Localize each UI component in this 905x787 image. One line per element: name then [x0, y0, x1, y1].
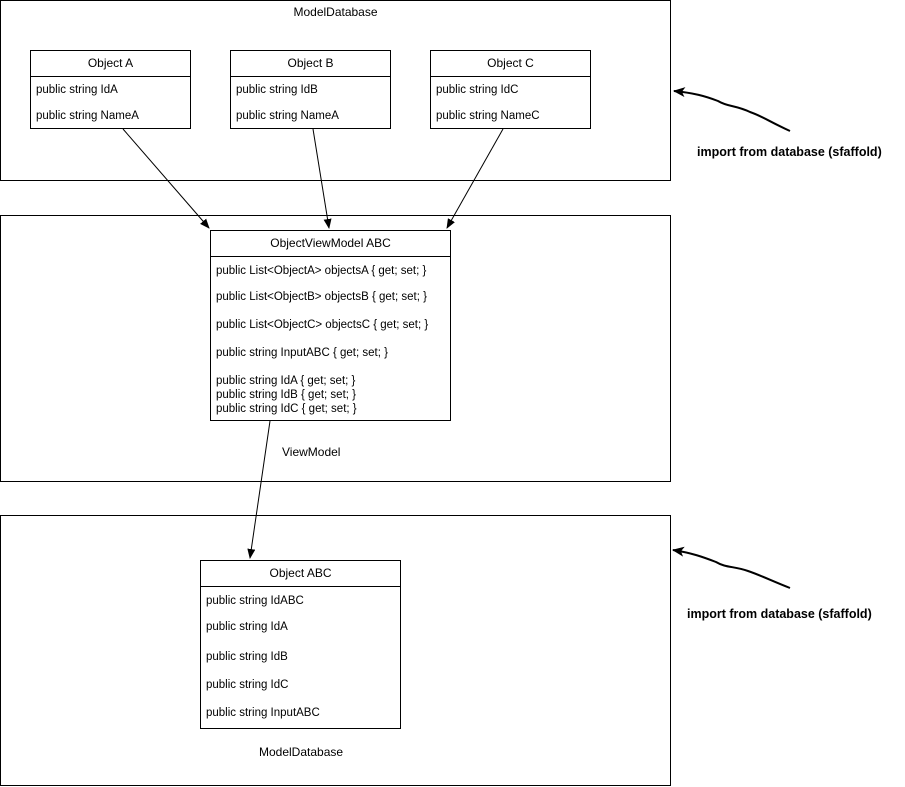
class-object-b[interactable]: Object B public string IdB public string…	[230, 50, 391, 129]
class-object-a[interactable]: Object A public string IdA public string…	[30, 50, 191, 129]
frame-label-top: ModelDatabase	[293, 5, 378, 19]
hand-drawn-arrow-bottom	[672, 546, 791, 589]
class-object-abc[interactable]: Object ABC public string IdABC public st…	[200, 560, 401, 729]
hand-drawn-arrow-top	[673, 87, 791, 132]
class-title: Object C	[431, 51, 590, 77]
class-field: public string NameC	[436, 110, 540, 122]
class-field: public string IdB { get; set; }	[216, 389, 356, 401]
note-import-bottom: import from database (sfaffold)	[687, 607, 872, 621]
class-title: Object ABC	[201, 561, 400, 587]
frame-label-middle: ViewModel	[282, 445, 341, 459]
class-field: public string IdC { get; set; }	[216, 403, 357, 415]
frame-label-bottom: ModelDatabase	[259, 745, 344, 759]
class-field: public string IdA { get; set; }	[216, 375, 356, 387]
class-field: public string IdB	[206, 651, 288, 663]
class-field: public List<ObjectC> objectsC { get; set…	[216, 319, 429, 331]
class-field: public string IdABC	[206, 595, 304, 607]
class-field: public string NameA	[36, 110, 139, 122]
class-field: public string IdC	[436, 84, 519, 96]
class-title: Object B	[231, 51, 390, 77]
class-field: public List<ObjectB> objectsB { get; set…	[216, 291, 427, 303]
class-title: Object A	[31, 51, 190, 77]
class-field: public string InputABC { get; set; }	[216, 347, 388, 359]
class-field: public string NameA	[236, 110, 339, 122]
class-field: public string InputABC	[206, 707, 320, 719]
note-import-top: import from database (sfaffold)	[697, 145, 882, 159]
class-field: public string IdA	[206, 621, 288, 633]
class-field: public string IdB	[236, 84, 318, 96]
class-object-c[interactable]: Object C public string IdC public string…	[430, 50, 591, 129]
class-object-view-model-abc[interactable]: ObjectViewModel ABC public List<ObjectA>…	[210, 230, 451, 421]
class-title: ObjectViewModel ABC	[211, 231, 450, 257]
class-field: public string IdC	[206, 679, 289, 691]
class-field: public string IdA	[36, 84, 118, 96]
class-field: public List<ObjectA> objectsA { get; set…	[216, 265, 427, 277]
